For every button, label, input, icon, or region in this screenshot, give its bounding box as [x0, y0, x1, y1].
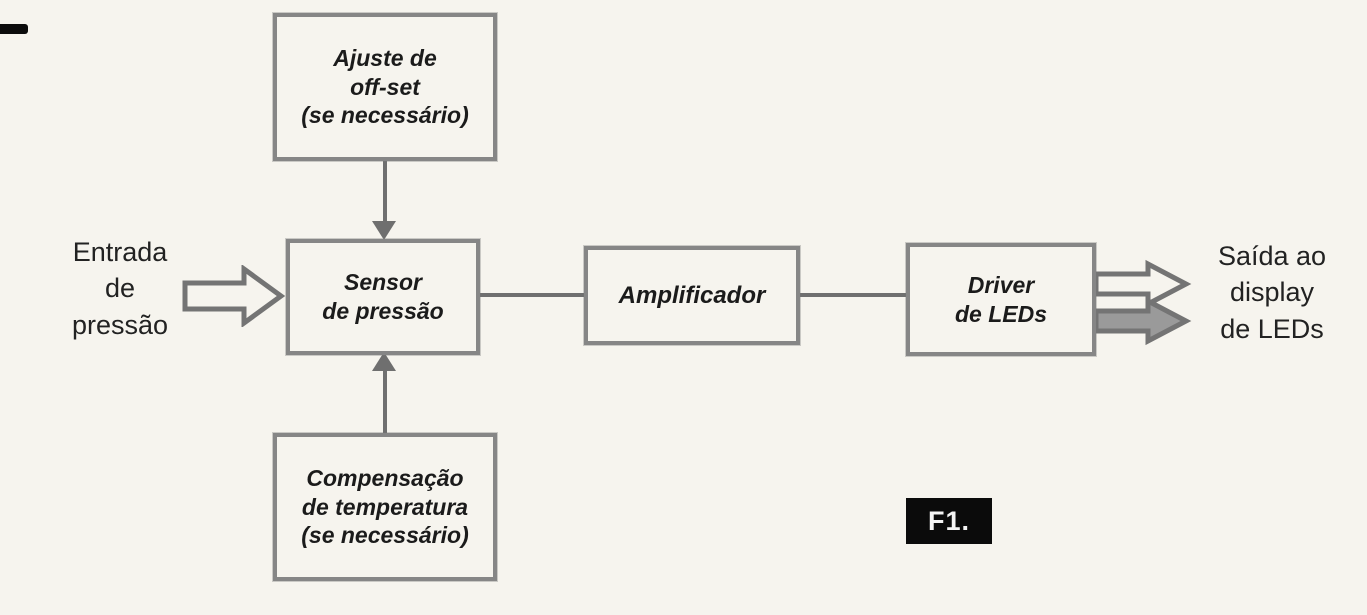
sensor-line-2: de pressão [322, 298, 444, 324]
driver-line-1: Driver [967, 271, 1035, 298]
output-block-arrow-icon [1094, 259, 1192, 346]
temperature-compensation-block: Compensação de temperatura (se necessári… [273, 433, 497, 581]
connector-sensor-to-amplifier [478, 293, 586, 297]
sensor-line-1: Sensor [344, 269, 422, 296]
amplifier-label: Amplificador [618, 281, 766, 309]
up-arrowhead-icon [372, 352, 396, 371]
output-line-3: de LEDs [1220, 313, 1324, 344]
compensation-line-2: de temperatura [301, 493, 469, 520]
driver-line-2: de LEDs [954, 300, 1048, 327]
connector-offset-to-sensor [383, 159, 387, 225]
pressure-sensor-block: Sensor de pressão [286, 239, 480, 355]
figure-tag: F1. [906, 498, 992, 544]
down-arrowhead-icon [372, 221, 396, 240]
compensation-line-3: (se necessário) [301, 522, 469, 549]
input-line-1: Entrada [72, 237, 168, 267]
print-edge-mark [0, 24, 28, 34]
input-line-2: de [104, 273, 136, 304]
amplifier-block: Amplificador [584, 246, 800, 345]
connector-compensation-to-sensor [383, 371, 387, 435]
connector-amplifier-to-driver [798, 293, 908, 297]
offset-line-3: (se necessário) [301, 102, 469, 129]
input-block-arrow-icon [182, 265, 286, 327]
input-label: Entrada de pressão [47, 234, 193, 343]
output-label: Saída ao display de LEDs [1188, 238, 1356, 347]
input-line-3: pressão [71, 309, 169, 340]
offset-adjust-block: Ajuste de off-set (se necessário) [273, 13, 497, 161]
led-driver-block: Driver de LEDs [906, 243, 1096, 356]
compensation-line-1: Compensação [306, 464, 464, 491]
output-line-1: Saída ao [1217, 241, 1327, 271]
offset-line-1: Ajuste de [333, 44, 437, 71]
offset-line-2: off-set [350, 73, 420, 100]
output-line-2: display [1229, 277, 1315, 308]
